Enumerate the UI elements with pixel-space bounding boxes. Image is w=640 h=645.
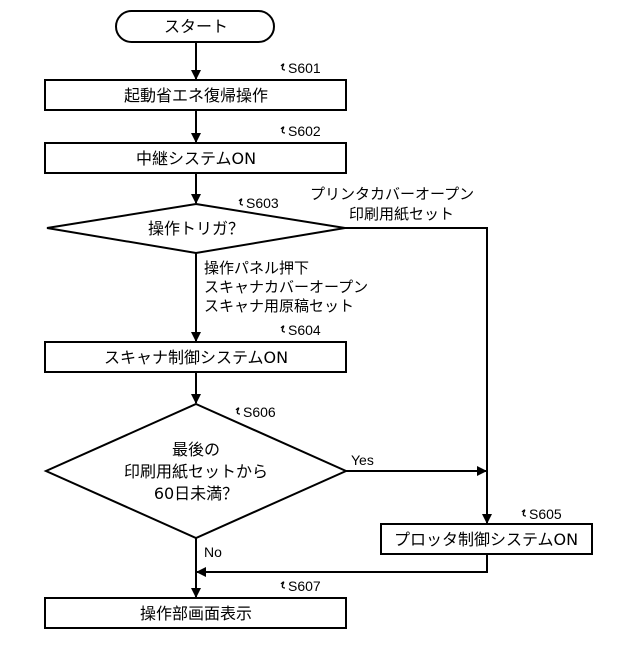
s603-ref-mark [239, 199, 243, 205]
arrow-s605-to-s607-line [197, 554, 487, 572]
s605-step-number: S605 [529, 506, 562, 522]
s607-ref-mark [281, 582, 285, 588]
s603-right-branch-line-1: プリンタカバーオープン [310, 185, 474, 203]
s603-label: 操作トリガ？ [148, 219, 244, 238]
s604-label: スキャナ制御システムON [104, 348, 288, 367]
s605-ref-mark [522, 510, 526, 516]
s601-ref-mark [281, 64, 285, 70]
s603-down-branch-line-1: 操作パネル押下 [204, 259, 309, 277]
s604-ref-mark [281, 326, 285, 332]
s602-label: 中継システムON [136, 149, 256, 168]
s606-yes-label: Yes [351, 452, 374, 468]
s603-down-branch-line-2: スキャナカバーオープン [204, 278, 368, 296]
s603-down-branch-line-3: スキャナ用原稿セット [204, 297, 354, 315]
s602-step-number: S602 [288, 123, 321, 139]
s606-label-line-3: 60日未満？ [154, 484, 238, 503]
s603-step-number: S603 [246, 195, 279, 211]
s601-label: 起動省エネ復帰操作 [124, 86, 268, 105]
s604-step-number: S604 [288, 322, 321, 338]
arrow-s603-right-to-s605 [345, 228, 487, 523]
s606-step-number: S606 [243, 404, 276, 420]
s606-label-line-2: 印刷用紙セットから [124, 462, 268, 481]
s603-right-branch-line-2: 印刷用紙セット [349, 205, 454, 223]
s606-ref-mark [236, 408, 240, 414]
s606-no-label: No [204, 544, 222, 560]
s607-label: 操作部画面表示 [140, 604, 252, 623]
s601-step-number: S601 [288, 60, 321, 76]
s605-label: プロッタ制御システムON [394, 530, 578, 549]
start-label: スタート [164, 17, 228, 36]
s607-step-number: S607 [288, 578, 321, 594]
s602-ref-mark [281, 127, 285, 133]
s606-label-line-1: 最後の [172, 440, 220, 459]
